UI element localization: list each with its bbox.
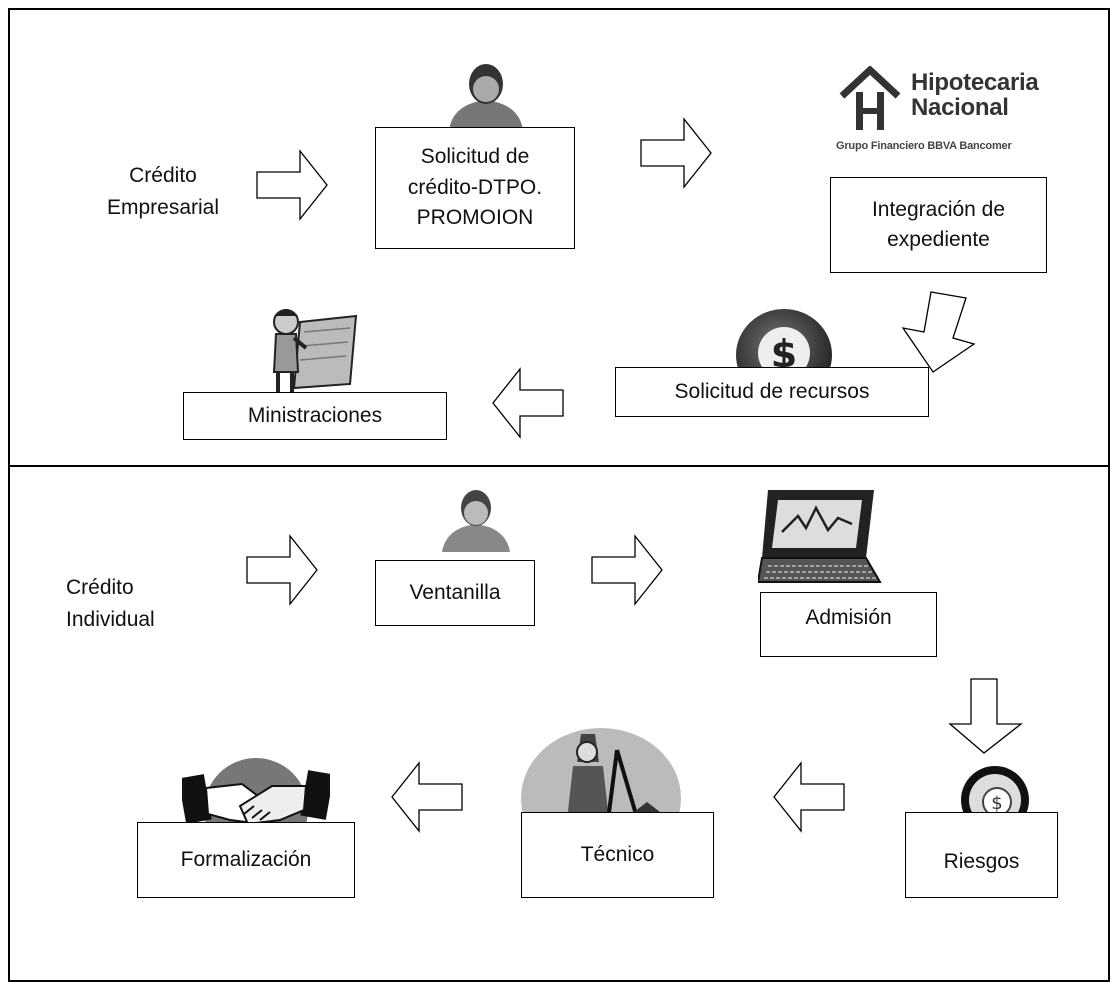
formalizacion-box: Formalización [137,822,355,898]
integracion-expediente-box: Integración de expediente [830,177,1047,273]
brand-name: Hipotecaria Nacional [911,69,1039,122]
laptop-chart-icon [758,490,882,583]
tecnico-box: Técnico [521,812,714,898]
solicitud-recursos-box: Solicitud de recursos [615,367,929,417]
admision-box: Admisión [760,592,937,657]
arrow-left-icon [391,761,463,833]
person-icon [442,490,510,552]
ministraciones-box: Ministraciones [183,392,447,440]
person-icon [449,64,523,130]
credito-empresarial-label: Crédito Empresarial [106,164,220,219]
svg-text:$: $ [771,332,797,373]
riesgos-box: Riesgos [905,812,1058,898]
svg-text:$: $ [991,793,1002,814]
arrow-right-icon [256,149,328,221]
arrow-right-icon [246,534,318,606]
diagram-frame [8,8,1110,982]
arrow-right-icon [591,534,663,606]
arrow-right-icon [640,117,712,189]
section-divider [8,465,1110,467]
arrow-left-icon [492,367,564,439]
solicitud-credito-box: Solicitud de crédito-DTPO. PROMOION [375,127,575,249]
money-coin-icon: $ [736,309,832,373]
brand-subtitle: Grupo Financiero BBVA Bancomer [836,140,1012,152]
arrow-down-icon [901,291,976,373]
reading-person-icon [272,309,358,392]
arrow-down-icon [948,678,1023,754]
arrow-left-icon [773,761,845,833]
ventanilla-box: Ventanilla [375,560,535,626]
credito-individual-label: Crédito Individual [66,576,155,631]
house-logo-icon [839,66,901,130]
